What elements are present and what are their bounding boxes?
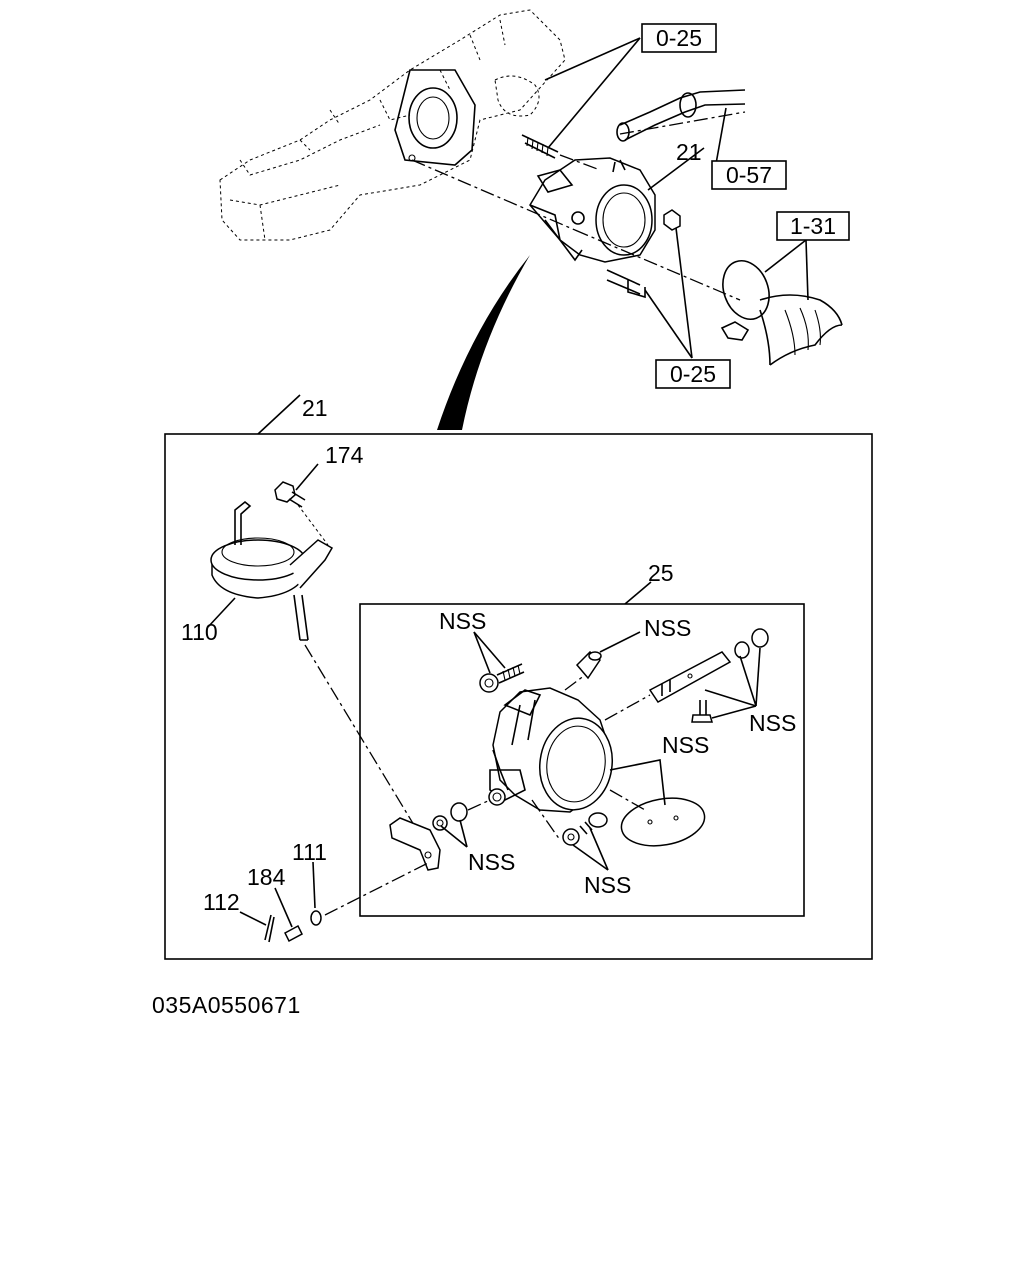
stud-bolt-top [521,134,559,159]
sensor-plug [575,650,602,680]
svg-text:1-31: 1-31 [790,213,836,239]
callout-throttle-subassembly: 25 [648,560,674,586]
callout-nss-shaft: NSS [749,710,796,736]
callout-nss-plate: NSS [662,732,709,758]
callout-nss-screw: NSS [584,872,631,898]
screw-and-washer [562,812,608,846]
callout-actuator: 110 [181,619,218,645]
throttle-body-detail [488,687,613,813]
ref-box-duct: 1-31 [776,211,850,241]
callout-detail-assembly: 21 [302,395,328,421]
pin-184 [284,924,303,943]
throttle-shaft [648,628,769,703]
detail-frame [164,433,873,960]
svg-text:0-57: 0-57 [726,162,772,188]
figure-code: 035A0550671 [152,992,301,1018]
washer-111 [310,910,322,926]
throttle-plate [620,797,706,847]
stud-and-nut [479,663,525,693]
callout-cotter: 112 [203,889,240,915]
vacuum-actuator [210,500,334,641]
cotter-pin-112 [264,914,275,943]
ref-box-hose: 0-57 [711,160,787,190]
ref-box-bottom: 0-25 [655,359,731,389]
callout-washer: 111 [292,839,327,865]
shaft-screw [691,700,713,723]
callout-nss-lever: NSS [468,849,515,875]
svg-text:0-25: 0-25 [656,25,702,51]
callout-nss-stud: NSS [439,608,486,634]
intake-manifold-drawing [219,9,566,241]
bolt-174 [274,481,306,508]
svg-text:0-25: 0-25 [670,361,716,387]
ref-box-top: 0-25 [641,23,717,53]
callout-throttle-body: 21 [676,139,702,165]
detail-pointer-arrow [437,255,530,430]
throttle-lever [389,802,468,871]
throttle-body-top [529,157,681,299]
callout-pin: 184 [247,864,286,890]
subassembly-frame [359,603,805,917]
callout-bolt: 174 [325,442,364,468]
air-duct-drawing [720,260,843,366]
callout-nss-sensor: NSS [644,615,691,641]
